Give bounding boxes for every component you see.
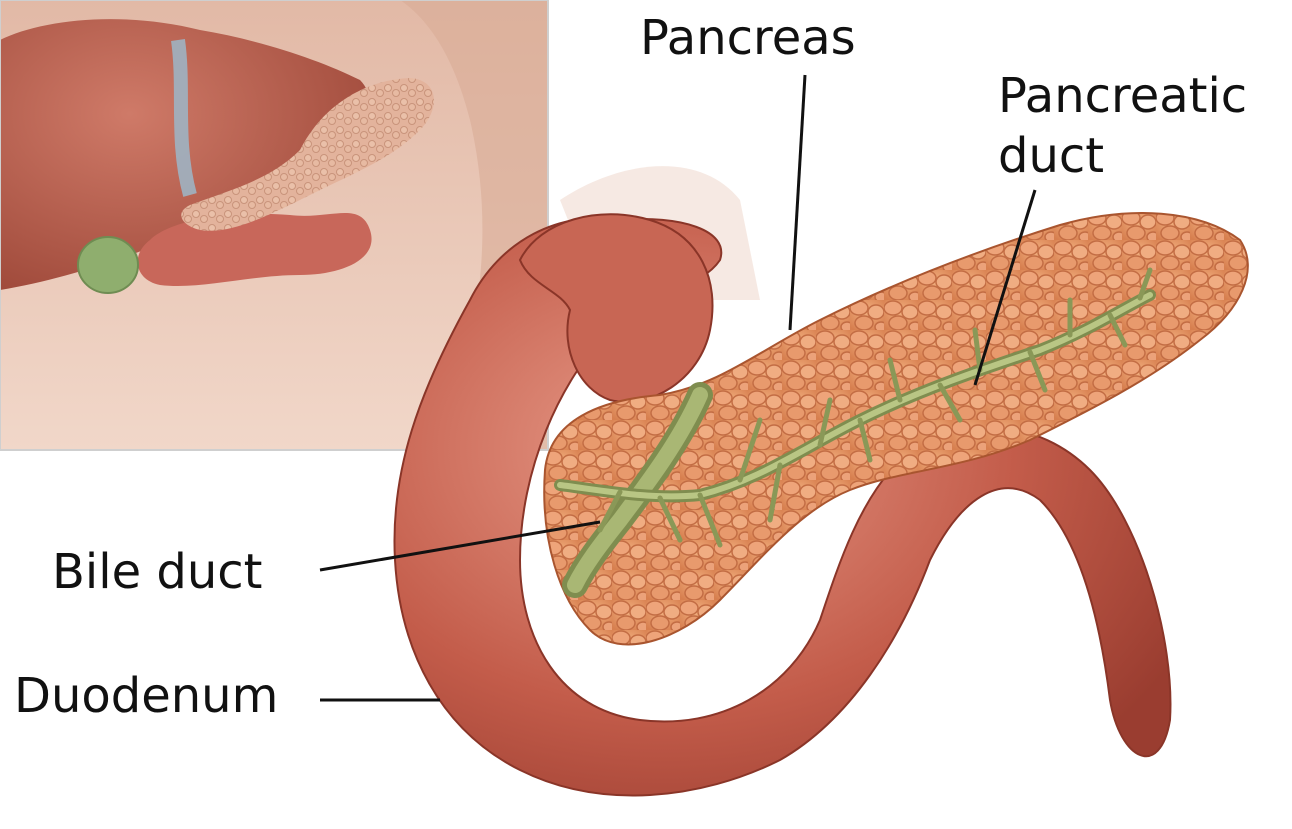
duodenum-label: Duodenum: [14, 672, 278, 720]
pancreas-leader: [790, 75, 805, 330]
bile-duct-label: Bile duct: [52, 548, 263, 596]
pancreatic-duct-label-line1: Pancreatic: [998, 66, 1247, 126]
inset-gallbladder: [78, 237, 138, 293]
pancreatic-duct-label-line2: duct: [998, 126, 1247, 186]
pancreatic-duct-label: Pancreatic duct: [998, 66, 1247, 186]
main-organ-view: [394, 166, 1247, 795]
pancreas-label: Pancreas: [640, 14, 856, 62]
